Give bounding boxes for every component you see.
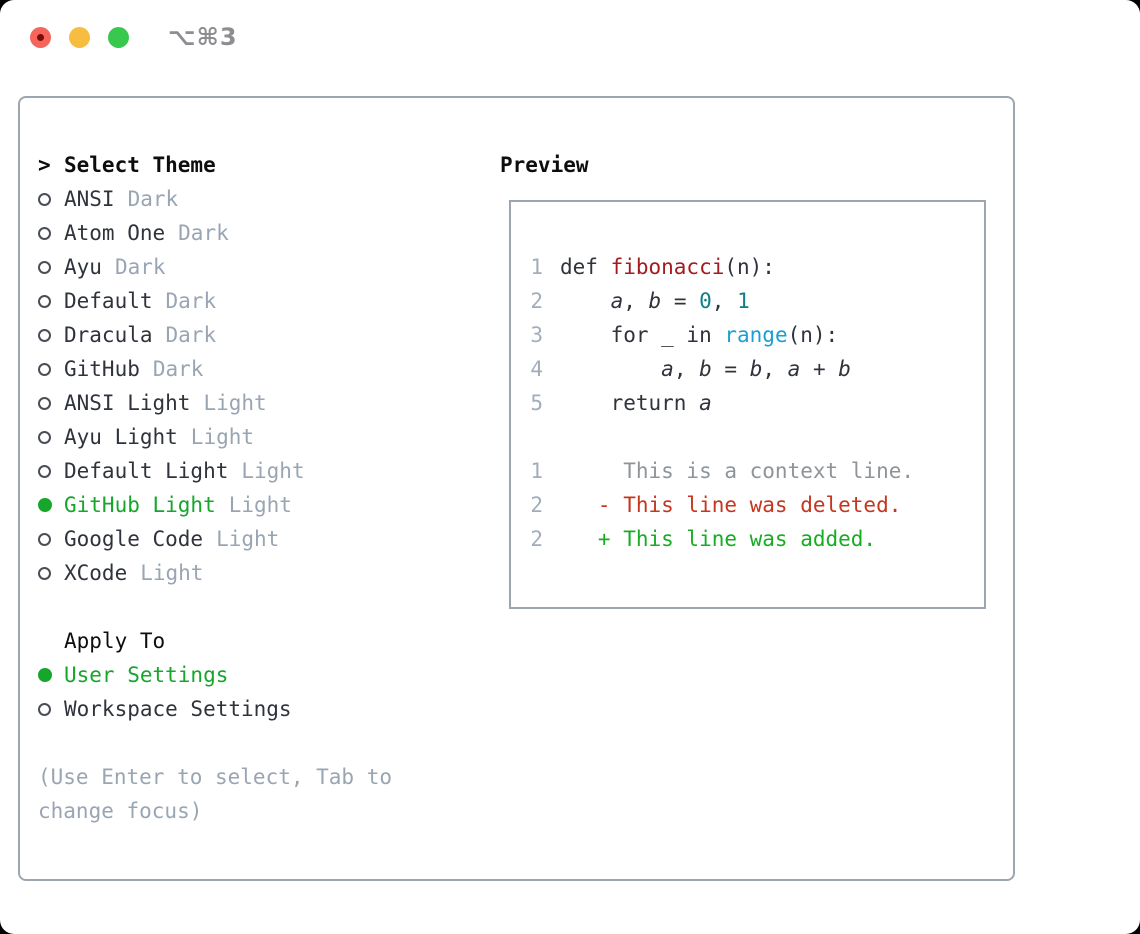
- line-number: 2: [530, 493, 543, 517]
- radio-selected-icon: [38, 668, 52, 682]
- radio-icon: [38, 192, 51, 206]
- radio-icon: [38, 430, 51, 444]
- apply-option-workspace-settings[interactable]: Workspace Settings: [38, 692, 392, 726]
- titlebar: ⌥⌘3: [0, 0, 1140, 74]
- line-number: 2: [530, 289, 543, 313]
- line-number: 1: [530, 255, 543, 279]
- close-button[interactable]: [30, 26, 51, 48]
- spacer-row: [38, 726, 392, 760]
- code-line: 2 a, b = 0, 1: [530, 284, 984, 318]
- radio-icon: [38, 464, 51, 478]
- radio-icon: [38, 294, 51, 308]
- radio-icon: [38, 396, 51, 410]
- radio-selected-icon: [38, 498, 52, 512]
- window-title: ⌥⌘3: [168, 23, 238, 51]
- apply-option-user-settings[interactable]: User Settings: [38, 658, 392, 692]
- section-title: Select Theme: [64, 153, 216, 177]
- radio-icon: [38, 566, 51, 580]
- radio-icon: [38, 362, 51, 376]
- focus-cursor: >: [38, 153, 51, 177]
- radio-icon: [38, 532, 51, 546]
- apply-to-header: Apply To: [64, 629, 166, 653]
- line-number: 1: [530, 459, 543, 483]
- diff-added-line: 2 + This line was added.: [530, 522, 984, 556]
- keyboard-hint-line1: (Use Enter to select, Tab to: [38, 765, 393, 789]
- select-theme-header: > Select Theme: [38, 148, 392, 182]
- blank-line: [530, 420, 984, 454]
- radio-icon: [38, 260, 51, 274]
- keyboard-hint-line2: change focus): [38, 799, 203, 823]
- preview-title: Preview: [500, 153, 589, 177]
- code-line: 3 for _ in range(n):: [530, 318, 984, 352]
- spacer-row: [38, 590, 392, 624]
- code-line: 4 a, b = b, a + b: [530, 352, 984, 386]
- line-number: 4: [530, 357, 543, 381]
- line-number: 2: [530, 527, 543, 551]
- diff-context-line: 1 This is a context line.: [530, 454, 984, 488]
- minimize-button[interactable]: [69, 26, 90, 48]
- code-line: 5 return a: [530, 386, 984, 420]
- zoom-button[interactable]: [108, 26, 129, 48]
- diff-deleted-line: 2 - This line was deleted.: [530, 488, 984, 522]
- radio-icon: [38, 328, 51, 342]
- line-number: 5: [530, 391, 543, 415]
- radio-icon: [38, 226, 51, 240]
- line-number: 3: [530, 323, 543, 347]
- radio-icon: [38, 702, 51, 716]
- close-dot-icon: [37, 33, 44, 41]
